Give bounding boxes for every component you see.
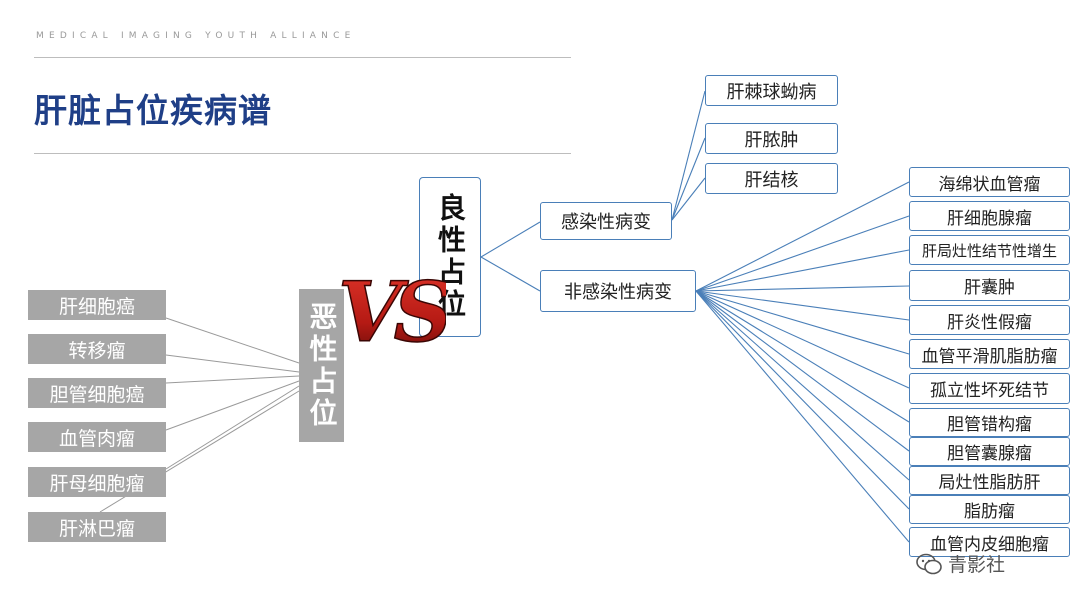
connector-benign-infectious <box>480 221 541 258</box>
malignant-item: 肝淋巴瘤 <box>28 512 166 542</box>
top-divider <box>34 57 571 58</box>
benign-label: 良性占位 <box>434 193 467 321</box>
malignant-item: 胆管细胞癌 <box>28 378 166 408</box>
benign-node: 良性占位 <box>419 177 481 337</box>
connector-benign-noninfectious <box>480 256 541 292</box>
connector-infectious-1 <box>671 90 706 221</box>
noninfectious-node: 非感染性病变 <box>540 270 696 312</box>
noninfectious-item: 肝细胞腺瘤 <box>909 201 1070 231</box>
noninfectious-item: 肝炎性假瘤 <box>909 305 1070 335</box>
noninfectious-item: 肝局灶性结节性增生 <box>909 235 1070 265</box>
watermark-text: 青影社 <box>948 554 1006 576</box>
wechat-icon <box>916 553 942 574</box>
noninfectious-item: 局灶性脂肪肝 <box>909 466 1070 495</box>
noninfectious-item: 血管内皮细胞瘤 <box>909 527 1070 557</box>
malignant-item: 血管肉瘤 <box>28 422 166 452</box>
vs-logo: VS <box>337 267 446 357</box>
noninfectious-item: 脂肪瘤 <box>909 495 1070 524</box>
malignant-item: 肝细胞癌 <box>28 290 166 320</box>
infectious-item: 肝棘球蚴病 <box>705 75 838 106</box>
noninfectious-item: 胆管错构瘤 <box>909 408 1070 437</box>
noninfectious-item: 血管平滑肌脂肪瘤 <box>909 339 1070 369</box>
page-title: 肝脏占位疾病谱 <box>34 91 272 130</box>
vs-text: VS <box>338 267 446 357</box>
watermark: 青影社 <box>916 550 1005 577</box>
header-subtitle: MEDICAL IMAGING YOUTH ALLIANCE <box>36 31 356 41</box>
title-divider <box>34 153 571 154</box>
connector-infectious-2 <box>671 137 706 221</box>
infectious-item: 肝结核 <box>705 163 838 194</box>
connector-infectious-3 <box>671 177 706 221</box>
noninfectious-item: 胆管囊腺瘤 <box>909 437 1070 466</box>
malignant-item: 肝母细胞瘤 <box>28 467 166 497</box>
malignant-label: 恶性占位 <box>305 301 339 430</box>
noninfectious-item: 孤立性坏死结节 <box>909 373 1070 404</box>
infectious-item: 肝脓肿 <box>705 123 838 154</box>
noninfectious-item: 肝囊肿 <box>909 270 1070 301</box>
malignant-node: 恶性占位 <box>299 289 344 442</box>
malignant-item: 转移瘤 <box>28 334 166 364</box>
noninfectious-item: 海绵状血管瘤 <box>909 167 1070 197</box>
infectious-node: 感染性病变 <box>540 202 672 240</box>
